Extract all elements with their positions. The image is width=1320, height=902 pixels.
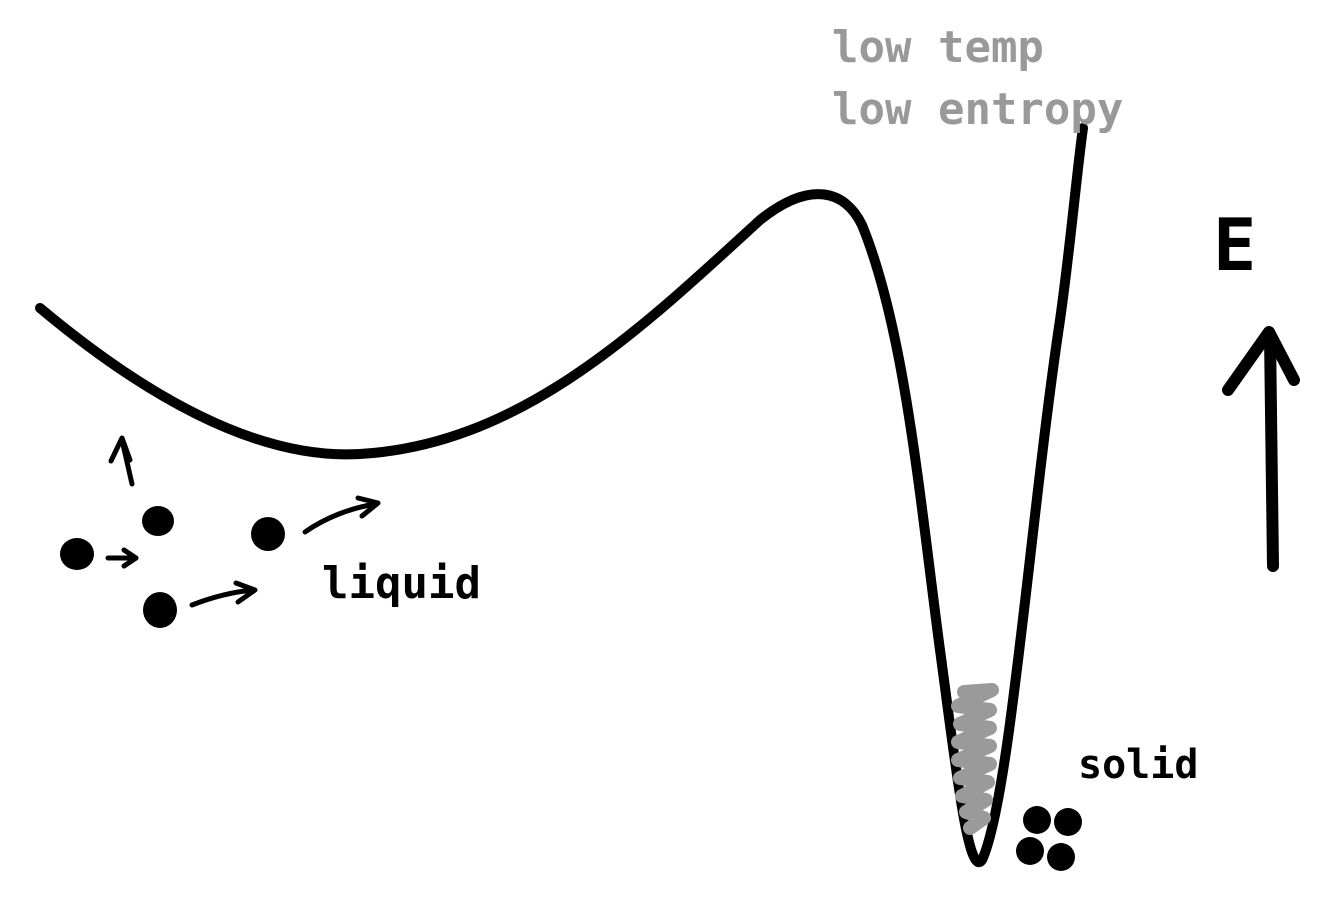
liquid-label: liquid (322, 558, 481, 609)
motion-arrow-icon (302, 495, 381, 535)
solid-particle (1047, 843, 1075, 871)
low-temp-label: low temp (832, 22, 1044, 73)
liquid-particle (251, 517, 285, 551)
motion-arrow-icon (105, 547, 139, 569)
energy-curve (35, 123, 1088, 868)
liquid-particle (142, 506, 174, 536)
liquid-particle (143, 592, 177, 628)
solid-particle (1016, 837, 1044, 865)
energy-axis-label: E (1213, 203, 1256, 287)
vibration-shading (951, 683, 999, 835)
motion-arrow-icon (189, 580, 258, 608)
low-entropy-label: low entropy (832, 84, 1123, 135)
liquid-particle (60, 538, 94, 570)
motion-arrow-icon (108, 435, 135, 487)
solid-particle (1023, 806, 1051, 834)
solid-particle (1054, 808, 1082, 836)
solid-label: solid (1078, 742, 1198, 788)
energy-axis-arrow-icon (1222, 326, 1300, 572)
